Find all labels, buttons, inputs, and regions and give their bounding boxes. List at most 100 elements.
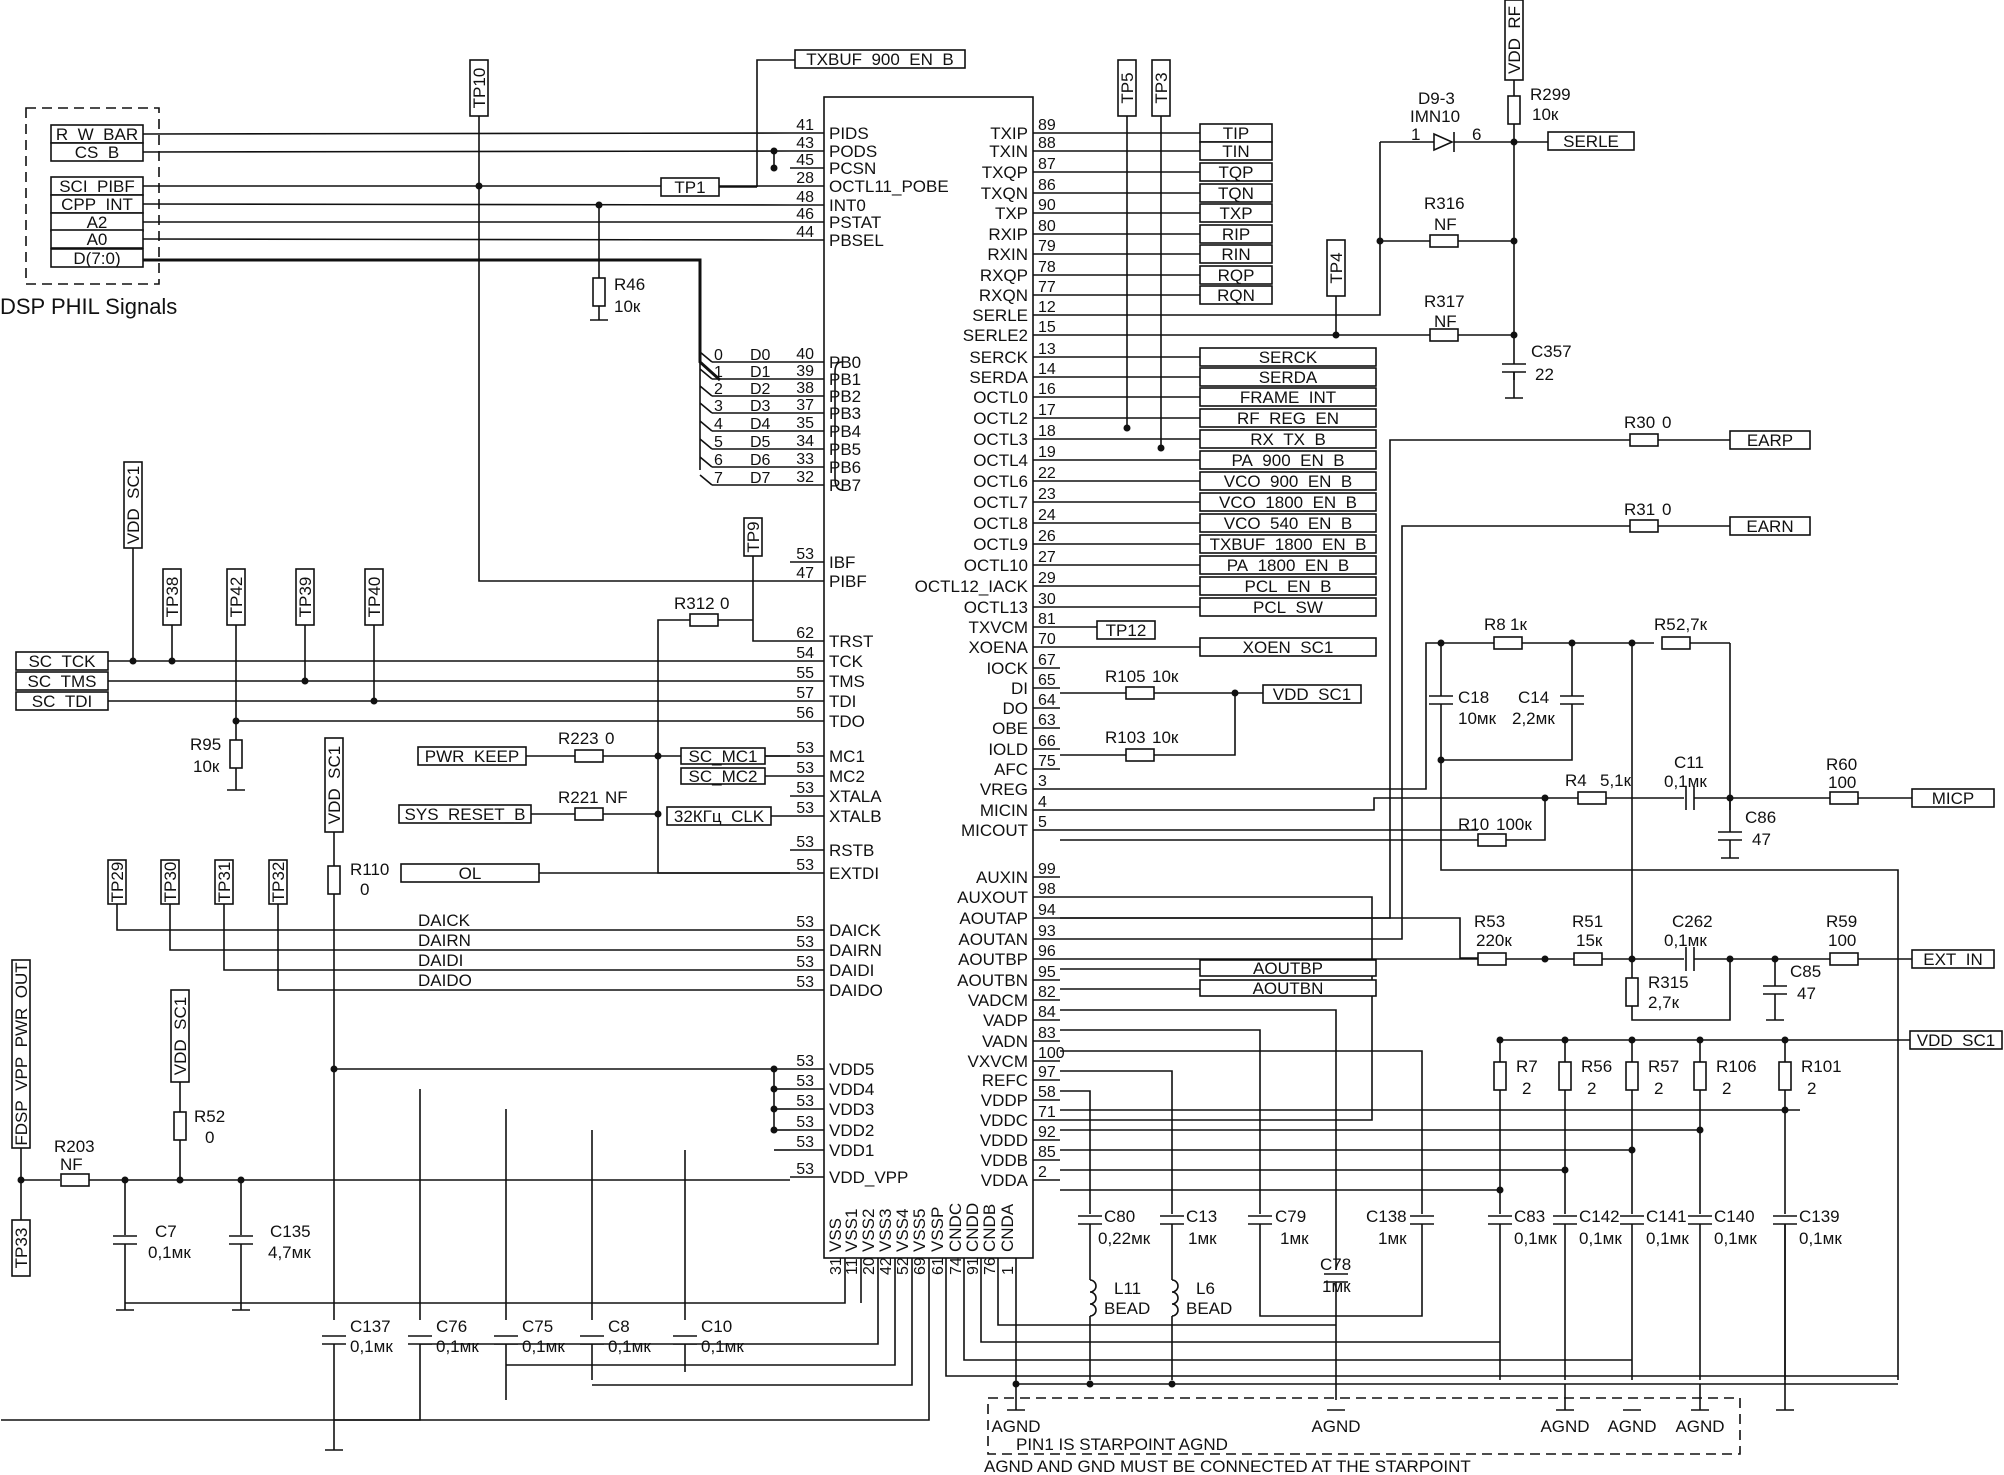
pin-number: 38: [796, 380, 814, 397]
pin-name-octl8: OCTL8: [973, 514, 1028, 533]
pin-name-vss3: VSS3: [876, 1209, 895, 1252]
r103-ref: R103: [1105, 728, 1146, 747]
resistor-r46: [592, 277, 606, 307]
note-pin1-starpoint: PIN1 IS STARPOINT AGND: [1016, 1435, 1228, 1454]
starpoint-frame: [987, 1397, 1741, 1455]
pin-name-tms: TMS: [829, 672, 865, 691]
wire: [945, 1258, 1898, 1377]
pin-number: 92: [1038, 1124, 1056, 1141]
pin-number: 17: [1038, 402, 1056, 419]
capacitor-c10: [673, 1335, 697, 1345]
wire: [1060, 1070, 1173, 1214]
net-sc-mc1: SC_MC1: [689, 747, 758, 766]
r299-ref: R299: [1530, 85, 1571, 104]
net-rqn-box: [1199, 285, 1273, 305]
pin-name-vss4: VSS4: [893, 1209, 912, 1252]
pin-number: 31: [828, 1257, 845, 1275]
c357-value: 22: [1535, 365, 1554, 384]
c140-ref: C140: [1714, 1207, 1755, 1226]
capacitor-c357: [1502, 363, 1526, 373]
pin-number: 88: [1038, 135, 1056, 152]
pin-number: 24: [1038, 507, 1056, 524]
pin-name-iold: IOLD: [988, 740, 1028, 759]
net-vdd-sc1-r110-box: [324, 737, 344, 833]
net-sc-mc2: SC_MC2: [689, 767, 758, 786]
wire: [277, 904, 790, 991]
pin-number: 91: [965, 1257, 982, 1275]
net-rin: RIN: [1221, 245, 1250, 264]
net-sc-tck-box: [15, 651, 109, 671]
test-point-tp30: TP30: [161, 862, 180, 903]
r223-ref: R223: [558, 729, 599, 748]
pin-number: 44: [796, 224, 814, 241]
pin-name-cndd: CNDD: [963, 1203, 982, 1252]
net-earp-box: [1729, 430, 1811, 450]
pin-name-rstb: RSTB: [829, 841, 874, 860]
pin-number: 96: [1038, 943, 1056, 960]
resistor-r52: [173, 1111, 187, 1141]
dsp-signal-d70-box: [50, 248, 144, 268]
pin-number: 65: [1038, 672, 1056, 689]
resistor-r317: [1429, 328, 1459, 342]
r59-ref: R59: [1826, 912, 1857, 931]
c75-value: 0,1мк: [522, 1337, 565, 1356]
pin-name-vdd4: VDD4: [829, 1080, 874, 1099]
wire: [752, 556, 790, 642]
c10-value: 0,1мк: [701, 1337, 744, 1356]
r103-value: 10к: [1152, 728, 1179, 747]
bus-bit: 1: [714, 364, 723, 381]
pin-number: 61: [930, 1257, 947, 1275]
net-pcl-sw-box: [1199, 597, 1377, 617]
net-micp-box: [1911, 788, 1995, 808]
agnd-2: AGND: [1311, 1417, 1360, 1436]
c7-value: 0,1мк: [148, 1243, 191, 1262]
pin-number: 86: [1038, 177, 1056, 194]
wire: [1060, 1050, 1423, 1214]
pin-number: 85: [1038, 1144, 1056, 1161]
c18-ref: C18: [1458, 688, 1489, 707]
dsp-ic-body: [823, 96, 1034, 1259]
junction-dot: [1157, 444, 1165, 452]
pin-number: 4: [1038, 794, 1047, 811]
dsp-signal-a2: A2: [87, 213, 108, 232]
resistor-r30: [1629, 433, 1659, 447]
wire: [699, 351, 713, 363]
resistor-r203: [60, 1173, 90, 1187]
capacitor-c141: [1620, 1215, 1644, 1225]
pin-number: 75: [1038, 753, 1056, 770]
c262-value: 0,1мк: [1664, 931, 1707, 950]
bus-signal-d4: D4: [750, 416, 771, 433]
resistor-r5: [1661, 636, 1691, 650]
pin-number: 81: [1038, 611, 1056, 628]
net-txp: TXP: [1219, 204, 1252, 223]
r59-value: 100: [1828, 931, 1856, 950]
test-point-tp40: TP40: [365, 577, 384, 618]
dsp-signal-csb: CS_B: [75, 143, 119, 162]
pin-number: 12: [1038, 299, 1056, 316]
pin-number: 40: [796, 346, 814, 363]
net-sc-mc2-box: [680, 767, 766, 785]
l11-value: BEAD: [1104, 1299, 1150, 1318]
test-point-tp42-box: [226, 568, 246, 626]
dsp-phil-frame: [25, 107, 160, 285]
wire: [1631, 959, 1731, 1021]
r110-value: 0: [360, 880, 369, 899]
pin-number: 87: [1038, 156, 1056, 173]
pin-name-txin: TXIN: [989, 142, 1028, 161]
net-tin: TIN: [1222, 142, 1249, 161]
pin-name-pb5: PB5: [829, 440, 861, 459]
wire: [1506, 798, 1546, 841]
pin-number: 20: [861, 1257, 878, 1275]
net-txbuf-1800-en-b: TXBUF_1800_EN_B: [1210, 535, 1367, 554]
c10-ref: C10: [701, 1317, 732, 1336]
wire: [592, 1258, 913, 1386]
r316-value: NF: [1434, 215, 1457, 234]
pin-name-pb7: PB7: [829, 476, 861, 495]
c139-value: 0,1мк: [1799, 1229, 1842, 1248]
resistor-r221: [574, 807, 604, 821]
pin-number: 79: [1038, 238, 1056, 255]
net-sys-reset-b: SYS_RESET_B: [405, 805, 526, 824]
pin-number: 22: [1038, 465, 1056, 482]
pin-name-octl6: OCTL6: [973, 472, 1028, 491]
r105-ref: R105: [1105, 667, 1146, 686]
